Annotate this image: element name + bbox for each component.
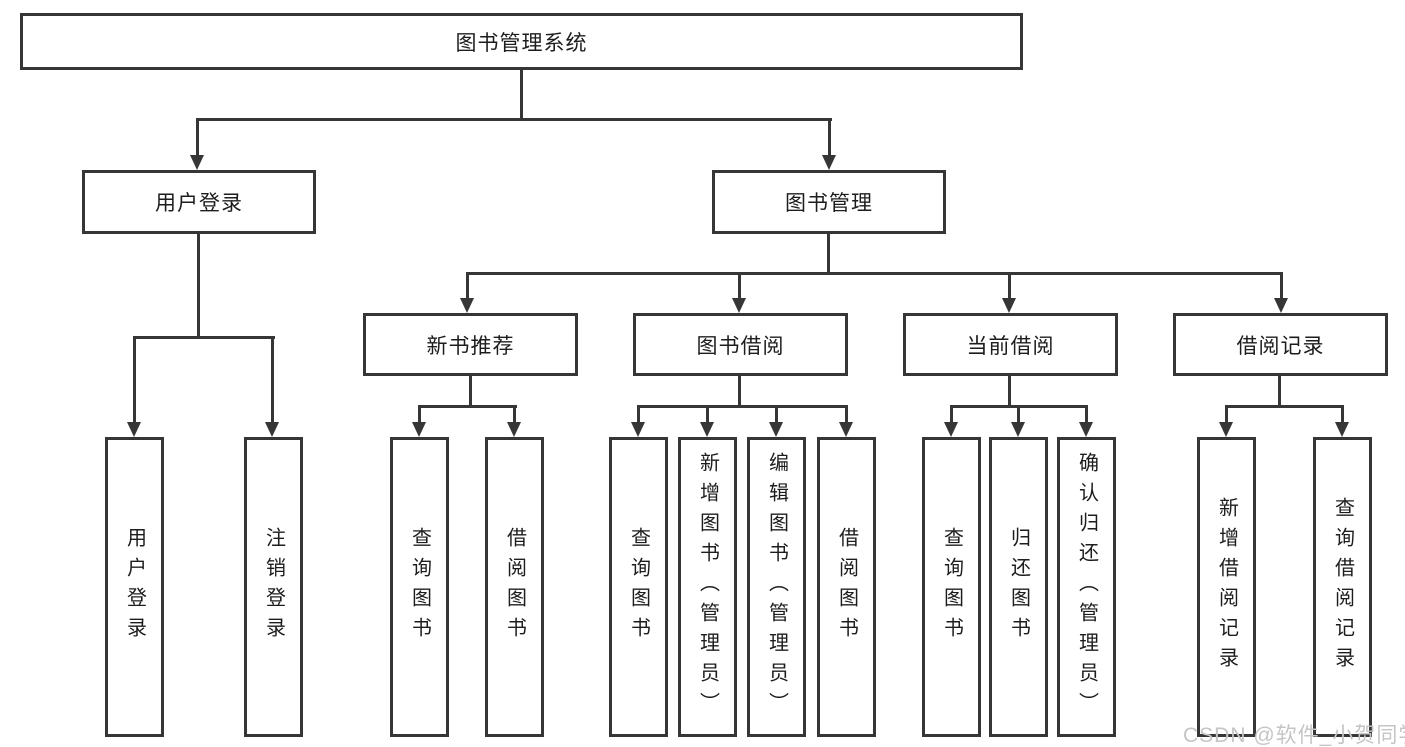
connector-new-book-branch — [418, 405, 517, 408]
connector-drop-current-borrow — [1008, 272, 1011, 300]
connector-current-borrow-stem — [1008, 376, 1011, 407]
leaf-label: 新增借阅记录 — [1215, 497, 1238, 677]
arrow-down-icon — [190, 155, 204, 170]
node-book-mgmt-label: 图书管理 — [785, 192, 873, 215]
connector-root-stem — [520, 69, 523, 118]
leaf-label: 编辑图书（管理员） — [765, 452, 788, 722]
connector-drop-borrow-record — [1280, 272, 1283, 300]
leaf-query-books-2: 查询图书 — [609, 437, 668, 737]
leaf-label: 查询图书 — [940, 527, 963, 647]
node-new-book: 新书推荐 — [363, 313, 578, 376]
connector-book-borrow-stem — [738, 376, 741, 407]
connector-drop-leaf — [1017, 405, 1020, 425]
node-book-mgmt: 图书管理 — [712, 170, 946, 234]
connector-book-mgmt-branch — [466, 272, 1283, 275]
connector-drop-leaf — [950, 405, 953, 425]
node-user-login-label: 用户登录 — [155, 192, 243, 215]
leaf-borrow-books-2: 借阅图书 — [817, 437, 876, 737]
connector-new-book-stem — [469, 376, 472, 407]
leaf-label: 新增图书（管理员） — [696, 452, 719, 722]
node-root: 图书管理系统 — [20, 13, 1023, 70]
connector-drop-leaf — [845, 405, 848, 425]
leaf-label: 确认归还（管理员） — [1075, 452, 1098, 722]
arrow-down-icon — [769, 422, 783, 437]
arrow-down-icon — [460, 298, 474, 313]
leaf-return-books: 归还图书 — [989, 437, 1048, 737]
leaf-query-books-3: 查询图书 — [922, 437, 981, 737]
arrow-down-icon — [700, 422, 714, 437]
arrow-down-icon — [822, 155, 836, 170]
node-current-borrow-label: 当前借阅 — [966, 334, 1055, 358]
node-book-borrow: 图书借阅 — [633, 313, 848, 376]
node-new-book-label: 新书推荐 — [426, 334, 515, 358]
leaf-confirm-return-admin: 确认归还（管理员） — [1057, 437, 1116, 737]
leaf-add-borrow-record: 新增借阅记录 — [1197, 437, 1256, 737]
arrow-down-icon — [1274, 298, 1288, 313]
connector-drop-leaf — [1341, 405, 1344, 425]
node-current-borrow: 当前借阅 — [903, 313, 1118, 376]
connector-book-mgmt-stem — [827, 233, 830, 274]
arrow-down-icon — [412, 422, 426, 437]
arrow-down-icon — [1219, 422, 1233, 437]
arrow-down-icon — [507, 422, 521, 437]
connector-drop-leaf — [271, 336, 274, 424]
leaf-label: 归还图书 — [1007, 527, 1030, 647]
leaf-label: 借阅图书 — [503, 527, 526, 647]
connector-drop-new-book — [466, 272, 469, 300]
connector-user-login-stem — [197, 233, 200, 338]
connector-drop-user-login — [196, 118, 199, 158]
arrow-down-icon — [265, 422, 279, 437]
leaf-label: 查询图书 — [627, 527, 650, 647]
leaf-edit-books-admin: 编辑图书（管理员） — [747, 437, 806, 737]
connector-drop-leaf — [637, 405, 640, 425]
arrow-down-icon — [839, 422, 853, 437]
node-borrow-record: 借阅记录 — [1173, 313, 1388, 376]
connector-root-branch — [196, 118, 832, 121]
connector-drop-leaf — [133, 336, 136, 424]
arrow-down-icon — [1335, 422, 1349, 437]
leaf-label: 用户登录 — [123, 527, 146, 647]
connector-user-login-branch — [133, 336, 275, 339]
node-user-login: 用户登录 — [82, 170, 316, 234]
connector-drop-leaf — [706, 405, 709, 425]
leaf-label: 查询图书 — [408, 527, 431, 647]
leaf-label: 借阅图书 — [835, 527, 858, 647]
connector-borrow-record-branch — [1225, 405, 1344, 408]
arrow-down-icon — [1011, 422, 1025, 437]
node-borrow-record-label: 借阅记录 — [1236, 334, 1325, 358]
arrow-down-icon — [732, 298, 746, 313]
leaf-query-borrow-record: 查询借阅记录 — [1313, 437, 1372, 737]
leaf-user-login: 用户登录 — [105, 437, 164, 737]
node-book-borrow-label: 图书借阅 — [696, 334, 785, 358]
connector-book-borrow-branch — [637, 405, 848, 408]
arrow-down-icon — [631, 422, 645, 437]
leaf-add-books-admin: 新增图书（管理员） — [678, 437, 737, 737]
connector-drop-leaf — [513, 405, 516, 425]
node-root-label: 图书管理系统 — [455, 31, 588, 55]
arrow-down-icon — [1002, 298, 1016, 313]
connector-borrow-record-stem — [1278, 376, 1281, 407]
arrow-down-icon — [1079, 422, 1093, 437]
leaf-logout: 注销登录 — [244, 437, 303, 737]
arrow-down-icon — [127, 422, 141, 437]
connector-drop-leaf — [418, 405, 421, 425]
leaf-borrow-books-1: 借阅图书 — [485, 437, 544, 737]
leaf-query-books-1: 查询图书 — [390, 437, 449, 737]
arrow-down-icon — [944, 422, 958, 437]
leaf-label: 查询借阅记录 — [1331, 497, 1354, 677]
connector-drop-book-borrow — [738, 272, 741, 300]
connector-drop-leaf — [1225, 405, 1228, 425]
connector-drop-leaf — [1085, 405, 1088, 425]
csdn-watermark: CSDN @软件_小贺同学 — [1183, 724, 1405, 747]
connector-drop-book-mgmt — [828, 118, 831, 158]
connector-drop-leaf — [775, 405, 778, 425]
leaf-label: 注销登录 — [262, 527, 285, 647]
